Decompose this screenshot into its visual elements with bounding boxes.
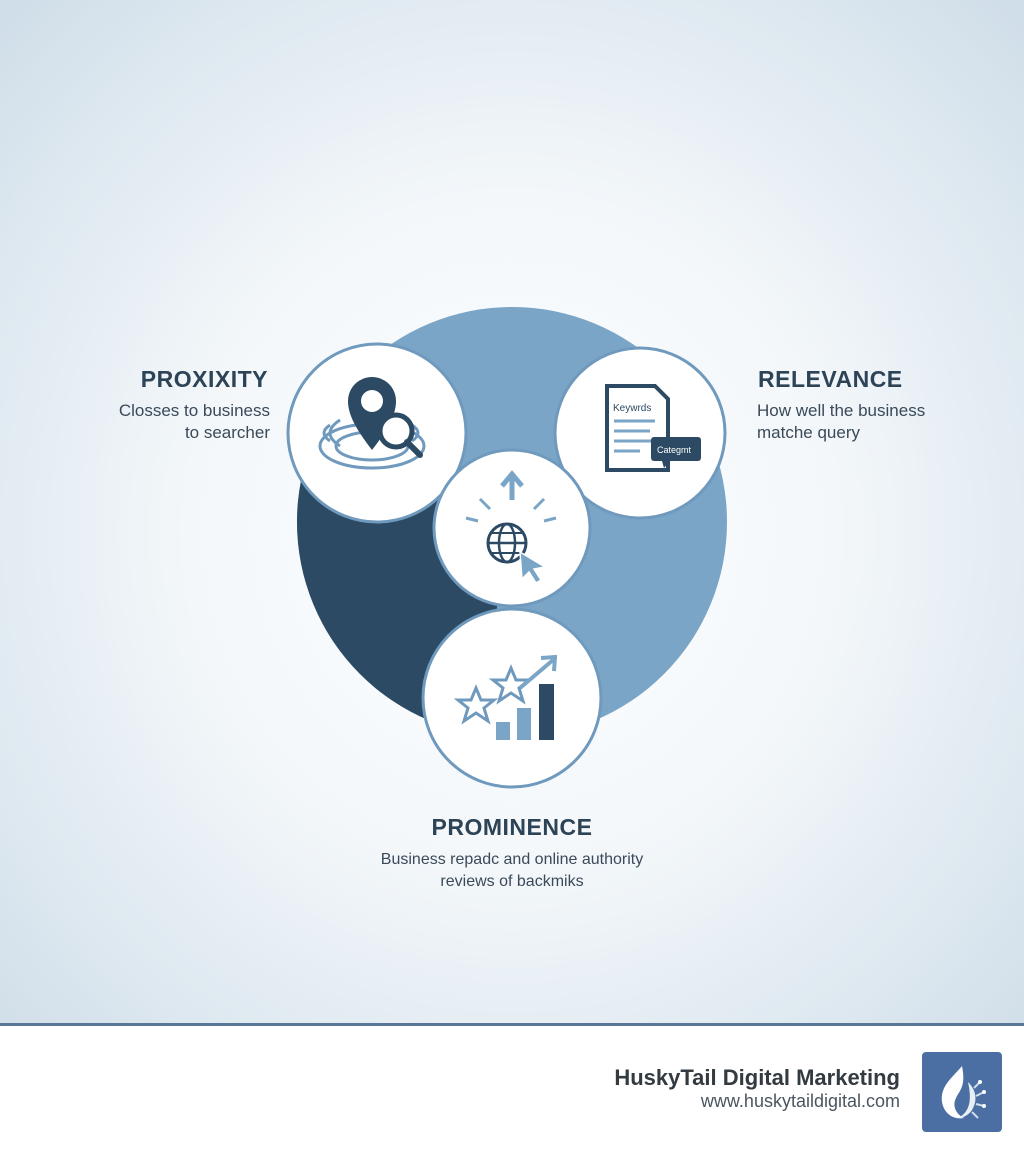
prominence-title: PROMINENCE <box>431 814 593 840</box>
footer-divider <box>0 1023 1024 1026</box>
relevance-description: How well the business matche query <box>757 400 925 444</box>
ranking-factors-diagram: Keywrds Categmt <box>286 307 727 789</box>
proximity-circle <box>286 342 468 524</box>
document-keywords-icon: Keywrds Categmt <box>605 384 701 472</box>
proximity-desc-line2: to searcher <box>184 423 270 442</box>
proximity-desc-line1: Closses to business <box>118 401 270 420</box>
prominence-desc-line2: reviews of backmiks <box>440 873 584 890</box>
prominence-circle <box>421 607 603 789</box>
company-url[interactable]: www.huskytaildigital.com <box>700 1091 900 1111</box>
location-pin-search-icon <box>318 377 426 470</box>
prominence-desc-line1: Business repadc and online authority <box>380 851 644 868</box>
husky-logo-icon <box>922 1052 1002 1132</box>
relevance-desc-line1: How well the business <box>757 401 926 420</box>
relevance-circle: Keywrds Categmt <box>553 346 727 520</box>
proximity-title: PROXIXITY <box>140 366 268 392</box>
proximity-description: Closses to business to searcher <box>119 400 270 444</box>
company-name: HuskyTail Digital Marketing <box>614 1065 900 1090</box>
stars-bar-chart-icon <box>453 654 558 740</box>
relevance-title: RELEVANCE <box>758 366 903 392</box>
tag-label: Categmt <box>657 445 692 455</box>
globe-cursor-icon <box>465 470 557 585</box>
prominence-description: Business repadc and online authority rev… <box>312 849 712 893</box>
center-circle <box>432 448 592 608</box>
footer <box>0 1026 1024 1154</box>
relevance-desc-line2: matche query <box>757 423 860 442</box>
doc-label: Keywrds <box>613 403 651 414</box>
